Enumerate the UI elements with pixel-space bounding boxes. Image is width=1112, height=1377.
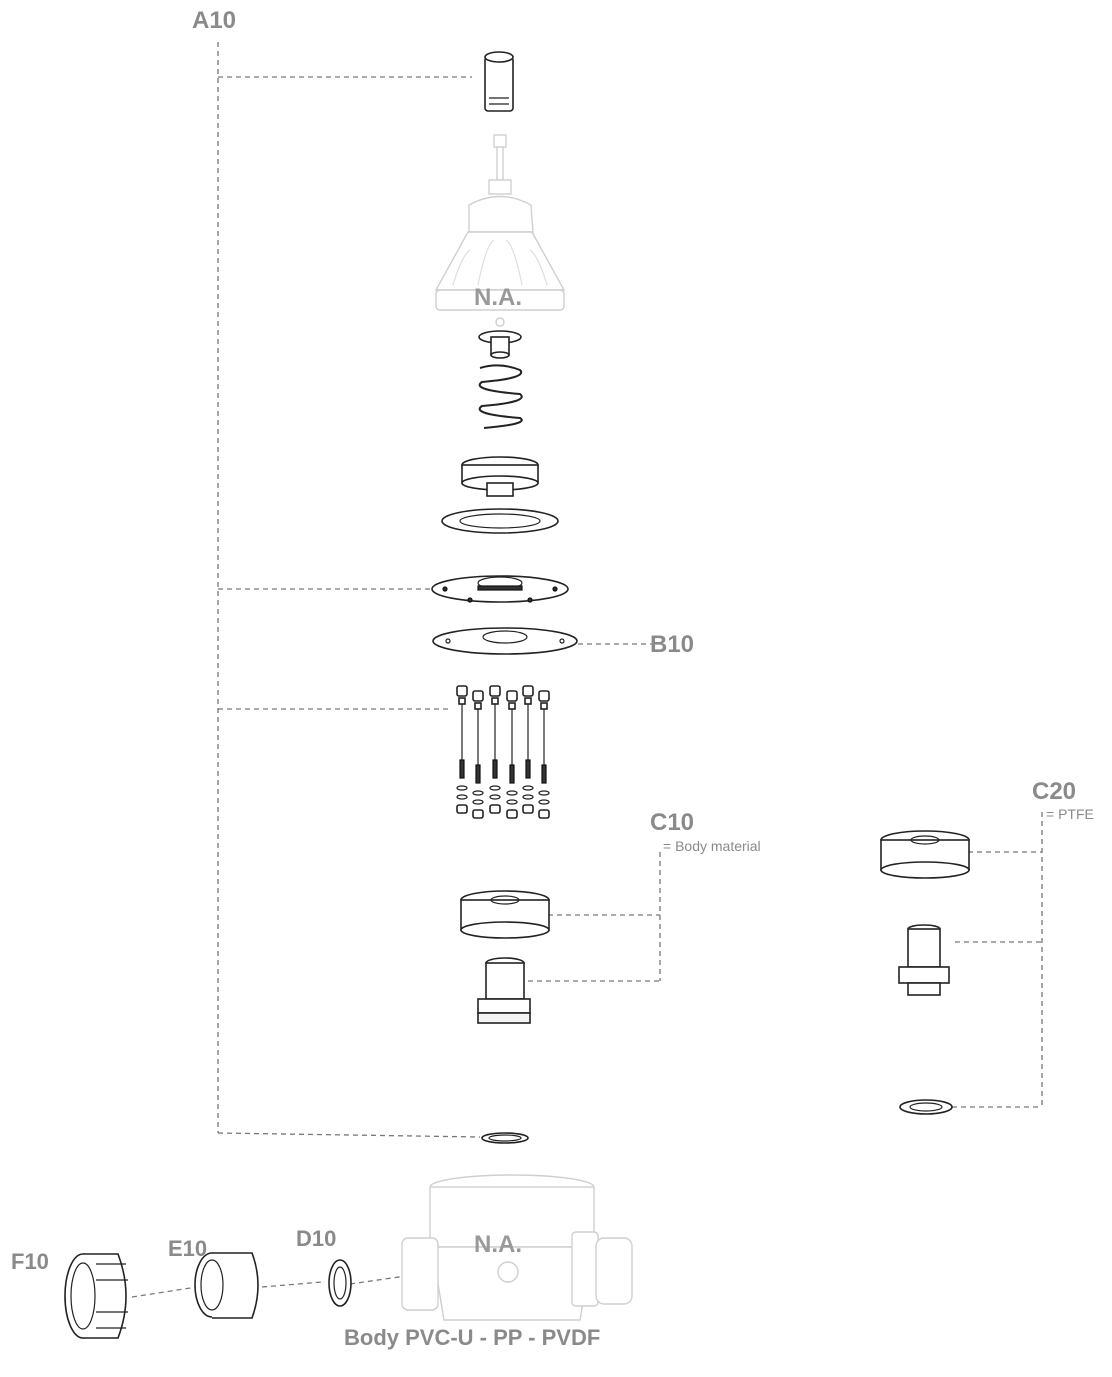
e10-connector-part bbox=[194, 1252, 259, 1319]
c10-bushing-part bbox=[477, 957, 531, 1024]
leader-a10-oring bbox=[217, 1132, 481, 1138]
bolt bbox=[506, 690, 518, 819]
label-d10: D10 bbox=[296, 1226, 337, 1251]
leader-f10-e10 bbox=[131, 1286, 198, 1298]
c10-ring-part bbox=[460, 890, 550, 939]
d10-oring-part bbox=[328, 1259, 352, 1307]
piston-part bbox=[441, 456, 559, 534]
label-na-body: N.A. bbox=[474, 1231, 522, 1258]
c20-bushing-part bbox=[898, 924, 950, 996]
diaphragm-upper-part bbox=[431, 575, 569, 603]
bolt bbox=[472, 690, 484, 819]
label-c20-note: = PTFE bbox=[1046, 806, 1094, 822]
leader-e10-d10 bbox=[261, 1281, 323, 1288]
bonnet-part bbox=[434, 134, 566, 327]
spring-part bbox=[478, 330, 523, 429]
label-b10: B10 bbox=[650, 631, 695, 658]
bolt bbox=[456, 685, 468, 814]
f10-union-nut-part bbox=[64, 1253, 128, 1339]
body-caption: Body PVC-U - PP - PVDF bbox=[344, 1325, 601, 1350]
label-na-bonnet: N.A. bbox=[474, 284, 522, 311]
label-e10: E10 bbox=[168, 1236, 208, 1261]
bolt bbox=[522, 685, 534, 814]
bolt-set-part bbox=[456, 685, 550, 819]
c20-ring-part bbox=[880, 830, 970, 879]
leader-lines bbox=[131, 42, 1043, 1298]
cap-a10-part bbox=[484, 51, 514, 112]
valve-body-part bbox=[401, 1174, 633, 1321]
diaphragm-lower-part bbox=[432, 627, 578, 655]
label-a10: A10 bbox=[192, 7, 237, 34]
label-c10-note: = Body material bbox=[663, 838, 761, 854]
bolt bbox=[538, 690, 550, 819]
label-c20: C20 bbox=[1032, 778, 1077, 805]
oring-part bbox=[481, 1132, 529, 1144]
bolt bbox=[489, 685, 501, 814]
label-c10: C10 bbox=[650, 809, 695, 836]
leader-d10-body bbox=[349, 1275, 407, 1285]
c20-washer-part bbox=[899, 1099, 953, 1115]
label-f10: F10 bbox=[11, 1249, 49, 1274]
